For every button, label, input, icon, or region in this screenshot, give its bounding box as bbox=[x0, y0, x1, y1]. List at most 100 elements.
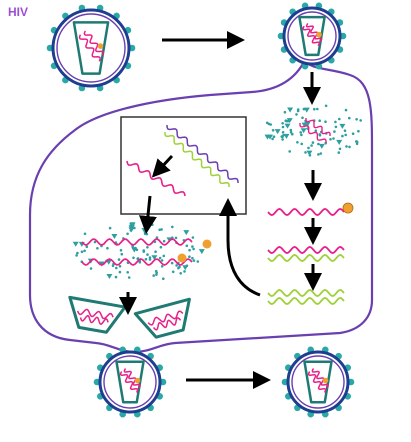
protein-dot bbox=[288, 150, 292, 153]
protein-dot bbox=[295, 113, 298, 116]
protein-dot bbox=[174, 236, 178, 240]
assembly-pool bbox=[72, 222, 205, 281]
process-arrows-layer bbox=[119, 31, 322, 389]
assembling-capsid-right bbox=[133, 297, 191, 339]
uncoated-rna bbox=[305, 118, 331, 136]
protein-dot bbox=[334, 120, 337, 124]
capsid-protein bbox=[198, 249, 205, 255]
protein-dot bbox=[170, 261, 174, 265]
protein-dot bbox=[155, 236, 159, 239]
protein-dot bbox=[162, 254, 166, 258]
new-viral-rna bbox=[81, 238, 193, 246]
protein-dot bbox=[162, 239, 166, 243]
capsid-protein bbox=[284, 123, 291, 129]
protein-dot bbox=[301, 116, 304, 120]
reverse-transcriptase bbox=[134, 377, 141, 384]
protein-dot bbox=[345, 145, 348, 148]
reverse-transcriptase-enzyme bbox=[177, 253, 187, 263]
capsid-protein bbox=[274, 129, 281, 135]
viral-rna bbox=[83, 30, 105, 56]
protein-dot bbox=[114, 275, 118, 279]
viral-rna bbox=[119, 371, 139, 393]
protein-dot bbox=[151, 223, 154, 226]
protein-dot bbox=[158, 228, 161, 232]
protein-dot bbox=[159, 245, 163, 249]
viral-rna bbox=[78, 34, 101, 62]
protein-dot bbox=[138, 261, 142, 264]
protein-dot bbox=[146, 246, 149, 249]
reverse-transcriptase-enzyme bbox=[202, 239, 212, 249]
protein-dot bbox=[334, 125, 338, 129]
protein-dot bbox=[317, 142, 320, 146]
reverse-transcriptase bbox=[97, 43, 104, 49]
protein-dot bbox=[300, 133, 303, 137]
capsid-protein bbox=[287, 107, 294, 113]
capsid-protein bbox=[301, 122, 308, 128]
reverse-transcriptase bbox=[322, 377, 329, 384]
protein-dot bbox=[129, 229, 133, 232]
inset-arrow bbox=[151, 154, 174, 178]
protein-dot bbox=[318, 119, 322, 122]
matrix-layer bbox=[291, 355, 345, 409]
protein-dot bbox=[192, 247, 195, 251]
capsid-protein bbox=[129, 222, 136, 228]
protein-dot bbox=[171, 225, 174, 229]
protein-dot bbox=[191, 256, 194, 260]
virion-mature bbox=[281, 346, 355, 418]
protein-dot bbox=[289, 131, 293, 134]
protein-dot bbox=[117, 258, 121, 261]
arrow-to-assembly bbox=[138, 195, 157, 234]
protein-dot bbox=[188, 255, 191, 258]
protein-dot bbox=[333, 130, 336, 133]
protein-dot bbox=[318, 133, 322, 136]
protein-dot bbox=[185, 264, 189, 268]
protein-dot bbox=[338, 147, 342, 151]
matrix-layer bbox=[103, 355, 157, 409]
protein-dot bbox=[191, 236, 195, 239]
host-cell-membrane bbox=[28, 57, 374, 354]
viral-rna bbox=[305, 23, 323, 42]
protein-dot bbox=[271, 129, 275, 132]
protein-dot bbox=[155, 273, 158, 276]
nucleic-acid-strands-layer bbox=[81, 118, 354, 305]
protein-dot bbox=[144, 257, 148, 261]
protein-dot bbox=[338, 117, 341, 121]
capsid-shell bbox=[133, 297, 191, 339]
protein-dot bbox=[146, 253, 149, 256]
protein-dot bbox=[332, 137, 335, 140]
protein-dot bbox=[75, 254, 78, 257]
capsid-protein bbox=[303, 107, 310, 113]
capsid-shell bbox=[68, 295, 127, 334]
protein-dot bbox=[93, 240, 97, 244]
protein-dot bbox=[324, 120, 327, 123]
hiv-label: HIV bbox=[8, 5, 29, 19]
protein-dot bbox=[281, 138, 284, 141]
rna-dna-hybrid-dna bbox=[267, 254, 345, 262]
viral-rna-strand bbox=[126, 160, 186, 197]
capsid-protein bbox=[336, 139, 343, 145]
protein-dot bbox=[281, 131, 285, 134]
protein-dot bbox=[265, 121, 269, 125]
protein-dot bbox=[284, 119, 288, 122]
assembling-capsid-left bbox=[68, 295, 127, 334]
virion-attaching bbox=[277, 2, 347, 70]
protein-dot bbox=[348, 145, 351, 149]
packaged-rna bbox=[152, 317, 182, 331]
reverse-transcriptase-enzyme bbox=[342, 202, 354, 214]
protein-dot bbox=[355, 140, 358, 143]
protein-dot bbox=[148, 258, 152, 261]
uncoated-rna bbox=[299, 123, 327, 143]
capsid-protein bbox=[183, 230, 190, 236]
new-viral-rna bbox=[81, 258, 193, 266]
protein-dot bbox=[348, 116, 351, 120]
capsid-protein bbox=[318, 143, 325, 149]
protein-dot bbox=[337, 151, 341, 154]
protein-dot bbox=[329, 138, 332, 141]
protein-dot bbox=[271, 137, 274, 141]
protein-dot bbox=[355, 118, 358, 121]
protein-dot bbox=[310, 144, 313, 147]
viral-rna bbox=[302, 25, 320, 47]
protein-dot bbox=[152, 274, 155, 277]
protein-dot bbox=[296, 108, 300, 111]
